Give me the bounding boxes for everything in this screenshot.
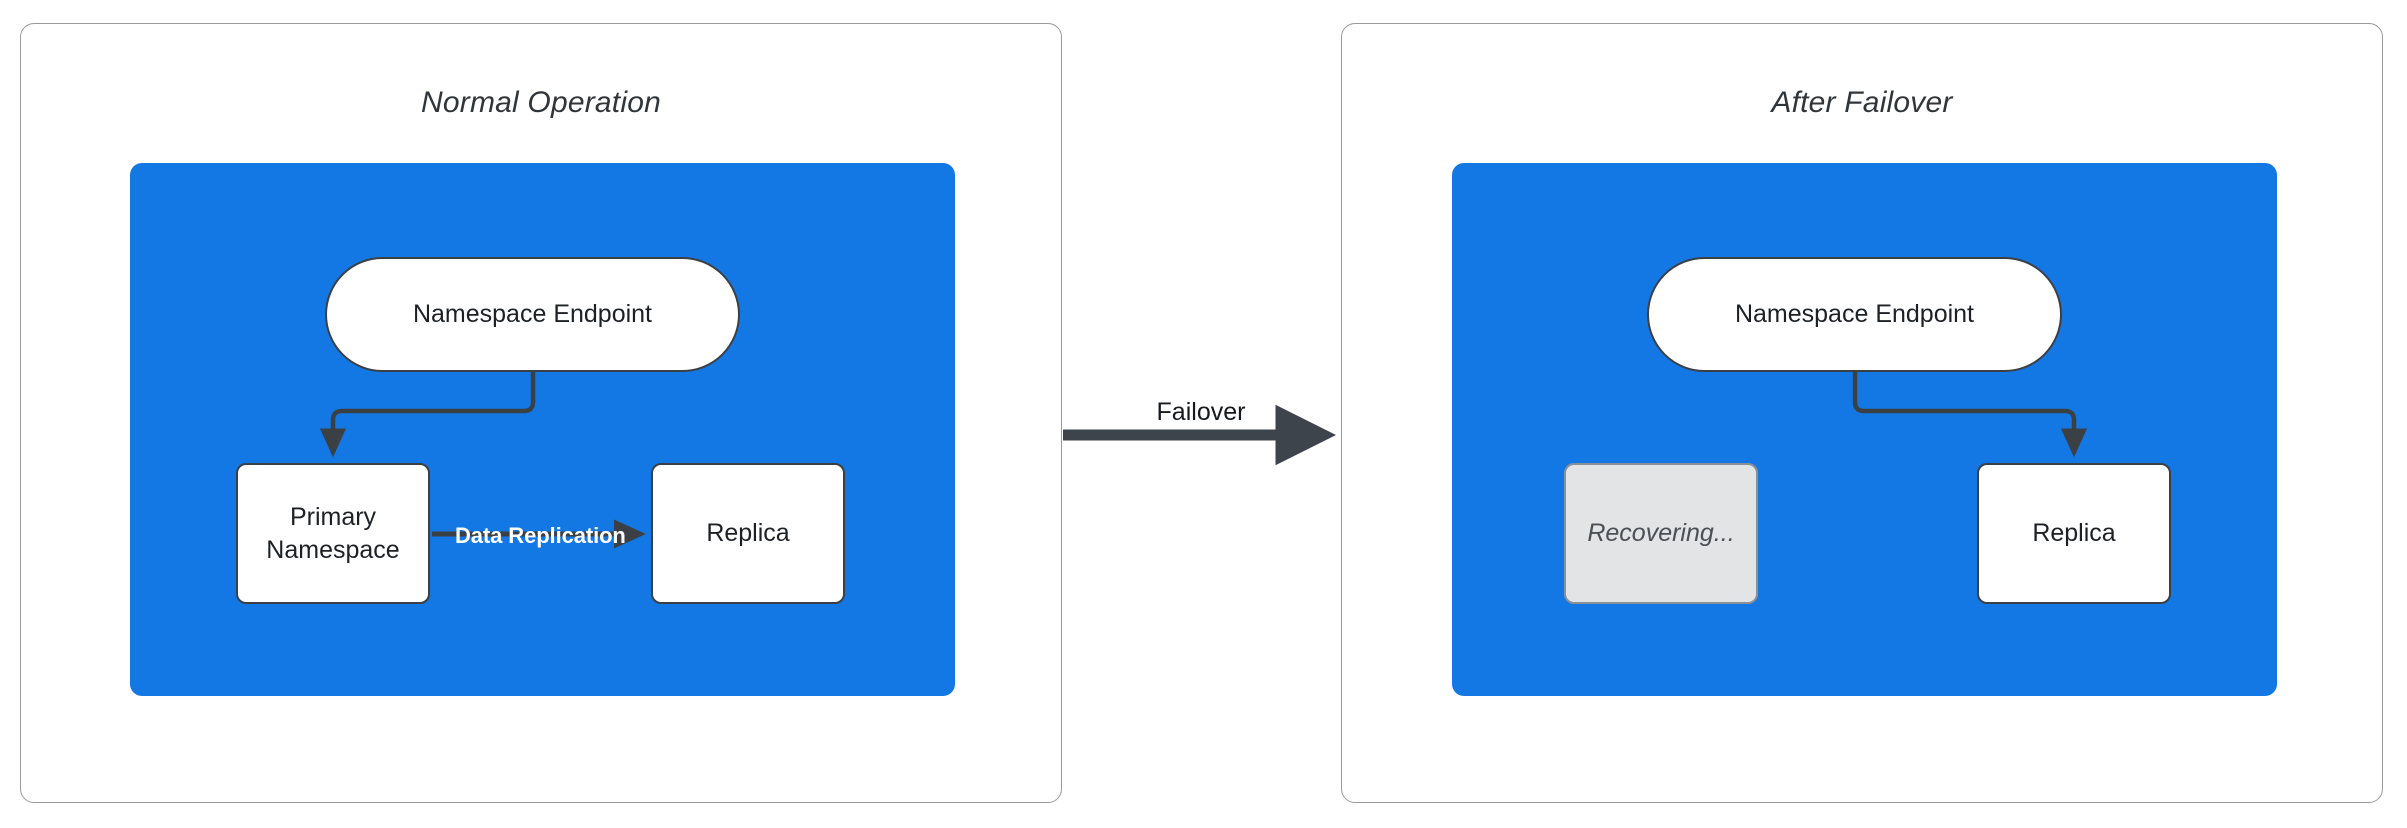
- node-label-namespace-endpoint-left: Namespace Endpoint: [412, 300, 653, 329]
- node-namespace-endpoint-right[interactable]: Namespace Endpoint: [1647, 257, 2062, 372]
- node-label-primary-namespace-line2: Namespace: [266, 535, 400, 564]
- cluster-box-left: [130, 163, 955, 696]
- node-primary-namespace[interactable]: Primary Namespace: [236, 463, 430, 604]
- node-recovering[interactable]: Recovering...: [1564, 463, 1758, 604]
- node-replica-right[interactable]: Replica: [1977, 463, 2171, 604]
- node-namespace-endpoint-left[interactable]: Namespace Endpoint: [325, 257, 740, 372]
- node-label-primary-namespace-line1: Primary: [289, 503, 377, 531]
- node-replica-left[interactable]: Replica: [651, 463, 845, 604]
- cluster-box-right: [1452, 163, 2277, 696]
- node-label-namespace-endpoint-right: Namespace Endpoint: [1734, 300, 1975, 329]
- node-label-primary-namespace: Primary Namespace: [252, 501, 413, 566]
- edge-label-data-replication: Data Replication: [455, 523, 626, 548]
- panel-title-after-failover: After Failover: [1771, 86, 1953, 119]
- node-label-recovering: Recovering...: [1587, 519, 1735, 548]
- panel-title-normal-operation: Normal Operation: [421, 86, 661, 119]
- node-label-replica-left: Replica: [706, 519, 790, 548]
- node-label-replica-right: Replica: [2032, 519, 2116, 548]
- transition-label-failover: Failover: [1156, 398, 1246, 426]
